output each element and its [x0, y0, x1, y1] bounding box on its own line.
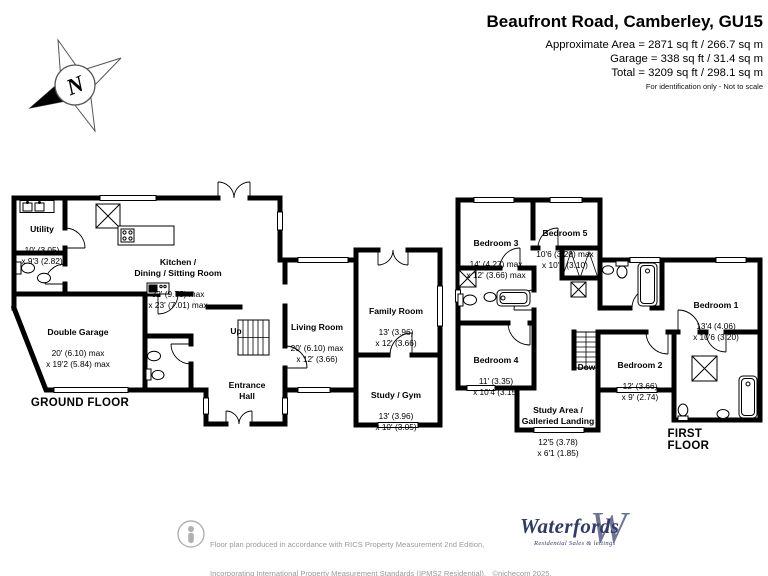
toilet-icon: [457, 293, 477, 307]
room-label-bedroom2: Bedroom 2 12' (3.66) x 9' (2.74): [617, 359, 663, 403]
garage-area: Garage = 338 sq ft / 31.4 sq m: [610, 53, 763, 65]
disclaimer-line-2: Incorporating International Property Mea…: [210, 568, 552, 576]
basin-icon: [147, 350, 161, 362]
room-label-study-area: Study Area / Galleried Landing 12'5 (3.7…: [521, 404, 595, 458]
basin-icon: [716, 409, 730, 419]
basin-icon: [602, 265, 614, 275]
waterfords-logo-name: Waterfords: [520, 514, 620, 538]
room-label-entrance-hall: Entrance Hall: [228, 379, 266, 401]
ground-walls: [10, 195, 443, 428]
first-walls: [455, 197, 763, 433]
room-label-family: Family Room 13' (3.96) x 12' (3.66): [369, 305, 423, 349]
room-label-bedroom5: Bedroom 5 10'6 (3.20) max x 10'2 (3.10): [536, 227, 594, 271]
stairs-icon: [237, 319, 270, 356]
approximate-area: Approximate Area = 2871 sq ft / 266.7 sq…: [545, 39, 763, 51]
sink-unit-icon: [19, 200, 55, 213]
kitchen-island: [117, 225, 175, 246]
ground-floor-caption: GROUND FLOOR: [30, 397, 130, 409]
hob-icon: [120, 228, 135, 243]
stairs-down-label: Down: [577, 362, 601, 372]
disclaimer-line-1: Floor plan produced in accordance with R…: [210, 539, 485, 549]
toilet-icon: [145, 368, 165, 381]
wardrobe-icon: [561, 250, 599, 280]
bathtub-icon: [738, 375, 758, 419]
skylight-icon: [95, 203, 121, 229]
compass-rose-icon: N: [28, 38, 122, 133]
person-circle-icon: [177, 520, 205, 548]
basin-icon: [483, 292, 497, 302]
stairs-icon: [573, 331, 599, 369]
ground-floor-plan: [10, 181, 443, 428]
first-floor-plan: [455, 197, 763, 433]
room-label-living: Living Room 20' (6.10) max x 12' (3.66): [290, 321, 344, 365]
room-label-kitchen: Kitchen / Dining / Sitting Room 32' (9.7…: [134, 256, 222, 310]
waterfords-logo: W Waterfords Residential Sales & letting…: [520, 503, 652, 552]
bathtub-icon: [637, 262, 658, 307]
shower-tray-icon: [691, 355, 718, 382]
toilet-icon: [615, 260, 629, 279]
toilet-icon: [15, 261, 35, 275]
basin-icon: [37, 272, 51, 284]
footer-disclaimer: Floor plan produced in accordance with R…: [210, 520, 552, 576]
cupboard-icon: [570, 281, 587, 298]
room-label-bedroom4: Bedroom 4 11' (3.35) x 10'4 (3.15): [473, 354, 519, 398]
room-label-utility: Utility 10' (3.05) x 9'3 (2.82): [21, 223, 63, 267]
waterfords-w-flourish-icon: W: [590, 503, 627, 552]
page-title: Beaufront Road, Camberley, GU15: [486, 12, 763, 31]
room-label-garage: Double Garage 20' (6.10) max x 19'2 (5.8…: [46, 326, 110, 370]
first-floor-caption: FIRST FLOOR: [667, 428, 710, 452]
stairs-up-label: Up: [230, 326, 242, 336]
toilet-icon: [677, 403, 689, 421]
room-label-study-gym: Study / Gym 13' (3.96) x 10' (3.05): [370, 389, 422, 433]
appliance-icon: [146, 282, 170, 295]
room-label-bedroom3: Bedroom 3 14' (4.27) max x 12' (3.66) ma…: [466, 237, 526, 281]
room-label-bedroom1: Bedroom 1 13'4 (4.06) x 10'6 (3.20): [693, 299, 739, 343]
bathtub-icon: [496, 289, 531, 307]
shower-tray-icon: [458, 269, 477, 288]
waterfords-tagline: Residential Sales & lettings: [534, 540, 616, 547]
ground-windows: [53, 195, 443, 428]
total-area: Total = 3209 sq ft / 298.1 sq m: [611, 67, 763, 79]
ground-doors: [44, 181, 413, 425]
identification-note: For identification only - Not to scale: [645, 82, 763, 91]
